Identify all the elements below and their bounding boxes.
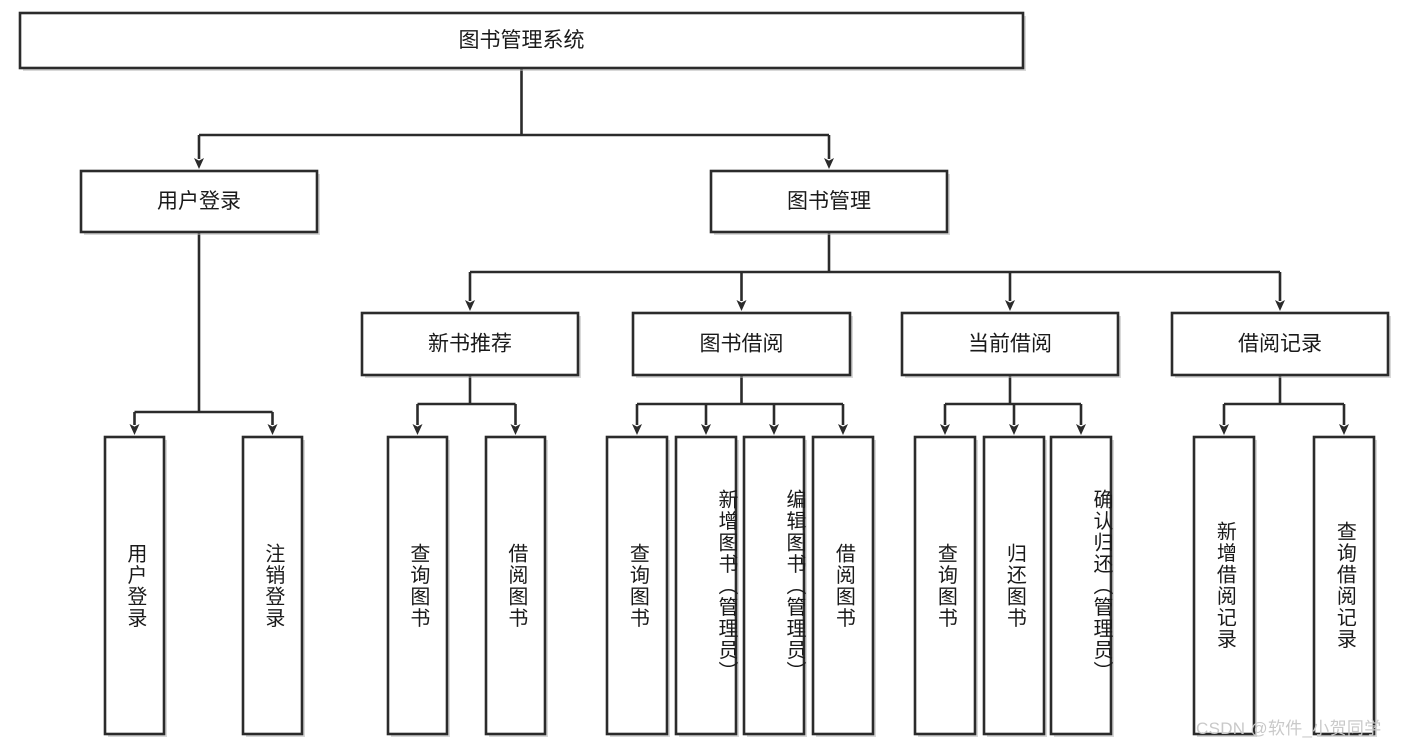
node-label-new-book-recommend: 新书推荐 xyxy=(428,333,512,356)
node-boxes xyxy=(18,11,1391,737)
node-box-leaf-return-book[interactable] xyxy=(982,435,1046,736)
node-label-borrow-record: 借阅记录 xyxy=(1238,333,1322,356)
csdn-watermark: CSDN @软件_小贺同学 xyxy=(1196,719,1382,738)
node-label-root: 图书管理系统 xyxy=(459,29,585,52)
node-box-new-book-recommend[interactable] xyxy=(360,311,580,377)
node-box-book-borrow[interactable] xyxy=(631,311,852,377)
node-box-leaf-query-book-current[interactable] xyxy=(913,435,977,736)
node-box-leaf-add-book-admin[interactable] xyxy=(674,435,738,736)
node-box-leaf-confirm-return-admin[interactable] xyxy=(1049,435,1113,736)
node-box-leaf-add-borrow-record[interactable] xyxy=(1192,435,1256,736)
connector-lines xyxy=(129,68,1349,435)
node-label-book-borrow: 图书借阅 xyxy=(700,333,784,356)
node-box-leaf-query-borrow-record[interactable] xyxy=(1312,435,1376,736)
node-box-leaf-user-login[interactable] xyxy=(103,435,166,736)
node-box-leaf-query-book-recommend[interactable] xyxy=(386,435,449,736)
node-box-leaf-query-book-borrow[interactable] xyxy=(605,435,669,736)
node-box-leaf-edit-book-admin[interactable] xyxy=(742,435,806,736)
node-box-root[interactable] xyxy=(18,11,1025,70)
node-box-leaf-logout[interactable] xyxy=(241,435,304,736)
node-label-book-management: 图书管理 xyxy=(787,190,871,213)
node-box-leaf-borrow-book[interactable] xyxy=(811,435,875,736)
node-box-current-borrow[interactable] xyxy=(900,311,1120,377)
node-label-current-borrow: 当前借阅 xyxy=(968,333,1052,356)
node-box-leaf-borrow-book-recommend[interactable] xyxy=(484,435,547,736)
node-label-user-login: 用户登录 xyxy=(157,190,241,213)
node-box-user-login[interactable] xyxy=(79,169,319,234)
node-box-borrow-record[interactable] xyxy=(1170,311,1390,377)
node-box-book-management[interactable] xyxy=(709,169,949,234)
